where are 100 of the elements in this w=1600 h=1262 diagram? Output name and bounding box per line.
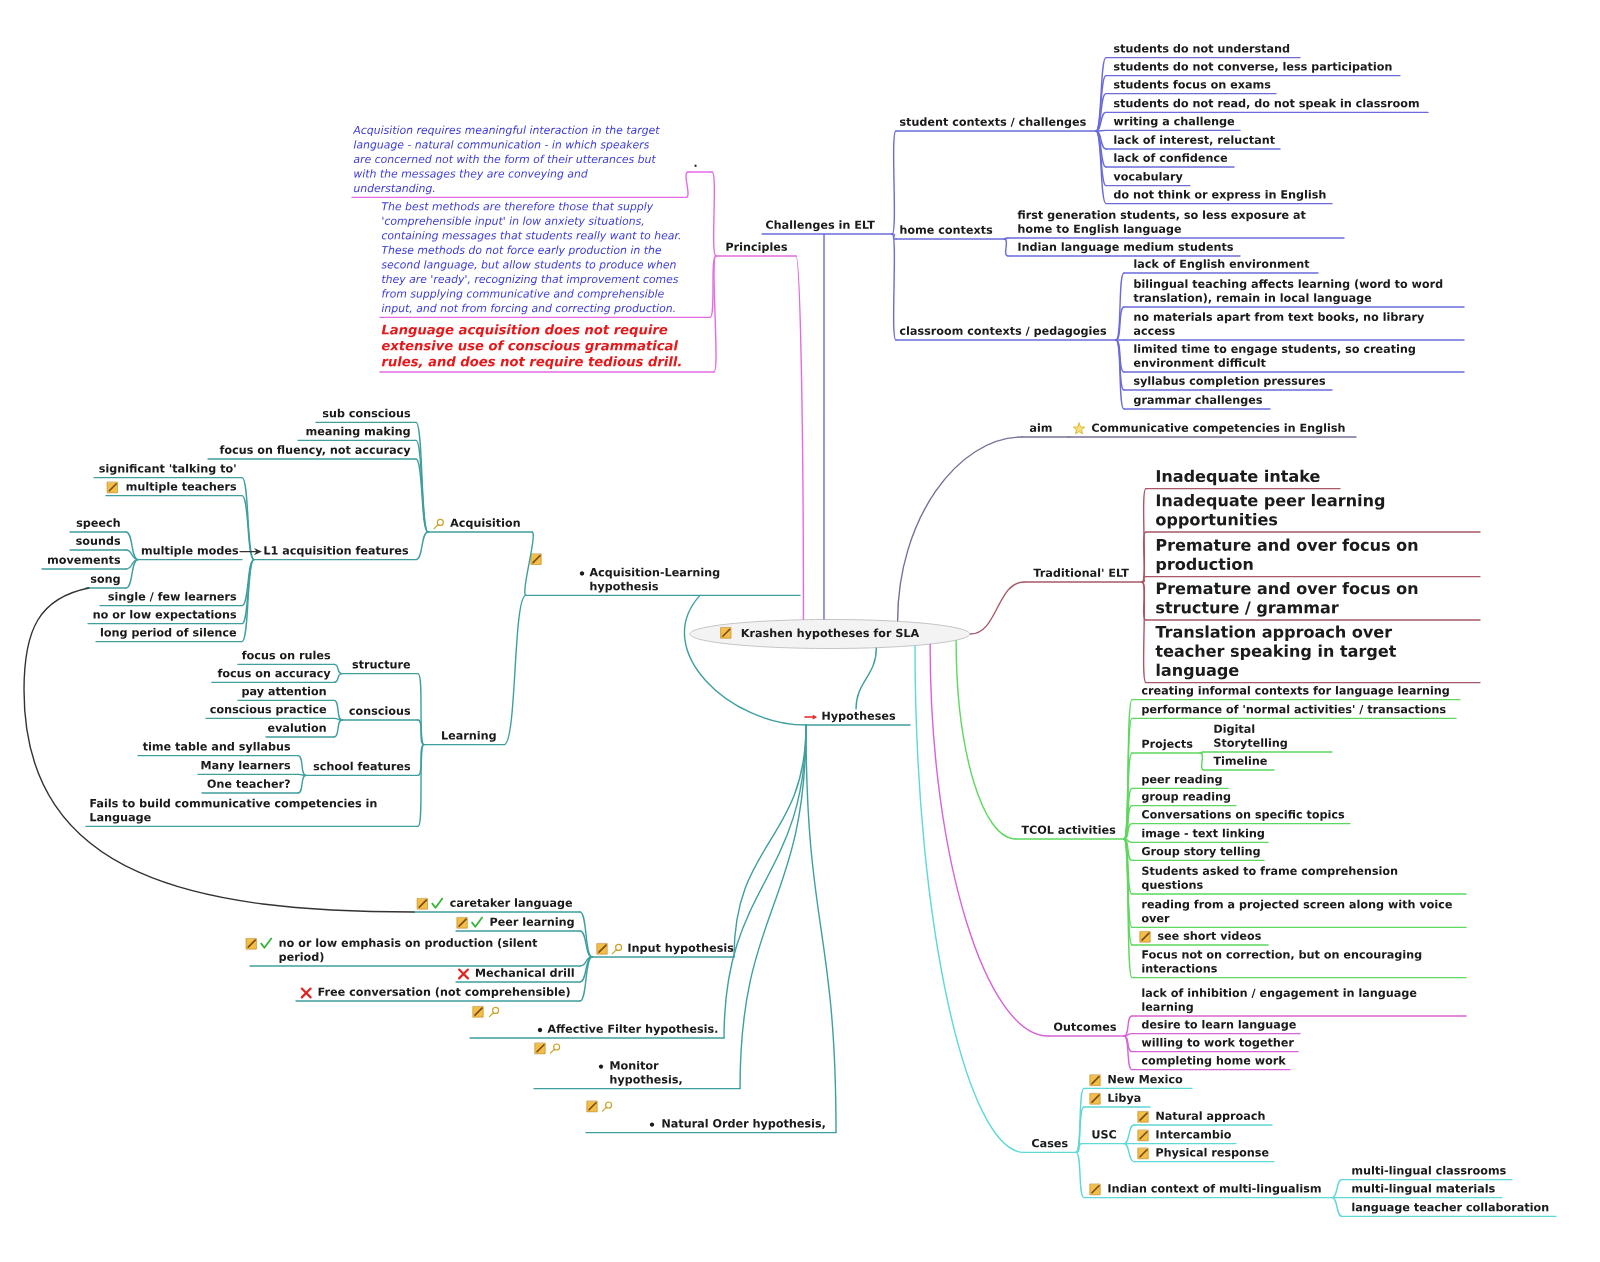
branch-line [1095,111,1107,132]
branch-line [1123,838,1133,844]
branch-line [125,549,139,561]
branch-line [1331,1196,1343,1199]
branch-line [1123,1015,1133,1037]
branch-line [1095,92,1107,132]
branch-line [333,699,343,721]
branch-line [1095,74,1107,132]
branch-line [1141,581,1147,684]
subtopic: Premature and over focus on structure / grammar [1145,581,1481,621]
branch-line [333,663,343,675]
subtopic: Inadequate peer learning opportunities [1145,493,1481,533]
branch-line [891,233,897,240]
branch-line [1075,1142,1083,1154]
branch-line [579,956,593,983]
branch-line [1115,339,1125,373]
branch-line [1123,752,1133,840]
branch-line [1123,1142,1135,1163]
branch-line [503,594,527,746]
branch-line [709,255,717,319]
branch-line [297,754,307,777]
branch-line [241,558,255,607]
branch-line [711,171,717,257]
branch-line [125,558,139,589]
branch-line [929,643,1049,1037]
branch-line [1141,581,1147,621]
branch-line [1095,129,1107,132]
branch-line [241,494,255,561]
branch-line [1075,1087,1085,1154]
branch-line [524,531,534,597]
branch-line [713,255,717,373]
branch-line [579,956,593,1002]
branch-line [891,130,897,235]
branch-line [1123,1035,1133,1053]
branch-line [125,558,139,570]
branch-line [297,773,307,777]
branch-line [125,531,139,561]
branch-line [333,717,343,721]
branch-line [241,558,255,625]
branch-line [415,458,429,533]
branch-line [579,911,593,958]
branch-line [1123,838,1133,929]
branch-line [1123,822,1133,840]
subtopic: Inadequate intake [1145,469,1341,490]
branch-line [914,645,1025,1154]
branch-line [1075,1151,1085,1199]
branch-line [805,724,837,1134]
branch-line [1123,838,1133,979]
branch-line [333,672,343,684]
branch-line [1331,1196,1343,1218]
branch-line [1003,237,1009,240]
branch-line [417,719,425,746]
branch-line [891,233,897,341]
branch-line [417,672,425,746]
branch-line [1095,130,1107,205]
branch-line [1123,787,1133,840]
branch-line [417,743,425,828]
branch-line [1141,531,1147,583]
branch-line [1115,306,1125,341]
branch-line [1123,838,1133,862]
branch-line [955,639,1017,840]
branch-line [1123,838,1133,895]
branch-line [1115,272,1125,341]
branch-line [1075,1106,1085,1154]
branch-line [333,719,343,738]
branch-line [1115,339,1125,410]
branch-line [1003,238,1009,257]
branch-line [1123,1032,1133,1037]
branch-line [1123,1142,1135,1145]
branch-line [241,476,255,561]
branch-line [1095,56,1107,132]
branch-line [1115,339,1125,391]
branch-line [415,531,429,561]
branch-line [1199,752,1205,771]
branch-line [684,594,807,726]
curved-connector [23,587,415,913]
branch-line [579,930,593,958]
branch-line [823,233,825,620]
branch-line [1199,751,1205,754]
branch-line [1123,1124,1135,1145]
branch-line [1095,130,1107,150]
branch-line [1095,130,1107,187]
branch-line [685,171,689,199]
branch-line [896,436,1023,622]
branch-line [1141,575,1147,583]
subtopic: Translation approach over teacher speaking in target language [1145,625,1481,684]
branch-line [415,439,429,533]
branch-line [855,647,878,710]
branch-line [1123,1035,1133,1071]
branch-line [795,255,805,620]
branch-line [297,774,307,794]
branch-line [1067,436,1071,438]
subtopic: Premature and over focus on production [1145,538,1481,578]
branch-line [579,956,593,967]
branch-line [969,581,1025,635]
branch-line [1331,1178,1343,1199]
branch-line [1115,339,1125,341]
branch-line [417,743,425,777]
branch-line [1123,804,1133,840]
branch-line [241,558,255,643]
